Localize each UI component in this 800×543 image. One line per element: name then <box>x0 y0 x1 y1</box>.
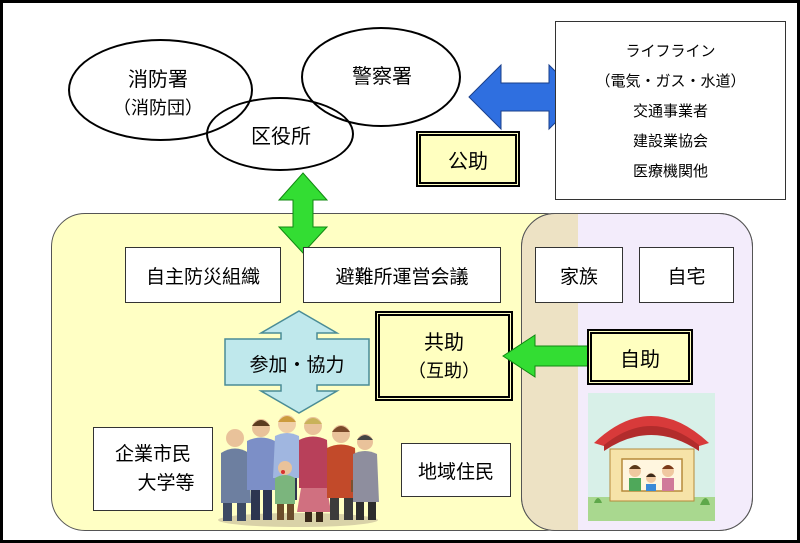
self-help-label: 自助 <box>587 329 693 385</box>
family-box: 家族 <box>535 247 623 303</box>
person-icon <box>275 461 295 520</box>
ward-office-ellipse <box>206 97 354 171</box>
crowd-illustration <box>218 415 379 527</box>
fire-brigade-name: （消防団） <box>113 97 203 119</box>
household-zone-outline <box>521 213 753 531</box>
fire-department-name: 消防署 <box>128 66 188 91</box>
infrastructure-line-1: ライフライン <box>625 41 716 60</box>
person-icon <box>353 434 379 520</box>
shelter-council-box: 避難所運営会議 <box>303 247 501 303</box>
infrastructure-line-3: 交通事業者 <box>632 101 708 120</box>
companies-box: 企業市民 大学等 <box>93 427 213 511</box>
police-label: 警察署 <box>352 63 412 88</box>
infrastructure-box: ライフライン （電気・ガス・水道） 交通事業者 建設業協会 医療機関他 <box>555 21 786 200</box>
participation-arrow <box>224 310 370 414</box>
infrastructure-line-4: 建設業協会 <box>632 131 708 150</box>
residents-box: 地域住民 <box>401 443 511 497</box>
reciprocal-help-label: （互助） <box>408 360 480 382</box>
ward-office-label: 区役所 <box>251 123 311 148</box>
disaster-org-box: 自主防災組織 <box>125 247 281 303</box>
mutual-help-label: 共助 <box>424 329 464 354</box>
police-ellipse <box>301 27 461 127</box>
person-icon <box>297 417 331 522</box>
home-box: 自宅 <box>639 247 734 303</box>
person-icon <box>221 429 251 521</box>
fire-department-ellipse <box>68 39 253 141</box>
public-help-label: 公助 <box>416 131 520 187</box>
fire-department-label: 消防署 （消防団） <box>98 61 218 125</box>
infrastructure-line-5: 医療機関他 <box>632 161 708 180</box>
person-icon <box>327 425 365 520</box>
infrastructure-line-2: （電気・ガス・水道） <box>595 71 746 90</box>
participation-label: 参加・協力 <box>249 353 345 376</box>
universities-label: 大学等 <box>137 472 195 494</box>
corporate-citizens-label: 企業市民 <box>114 442 191 465</box>
house-icon <box>588 393 715 521</box>
person-icon <box>247 419 277 520</box>
